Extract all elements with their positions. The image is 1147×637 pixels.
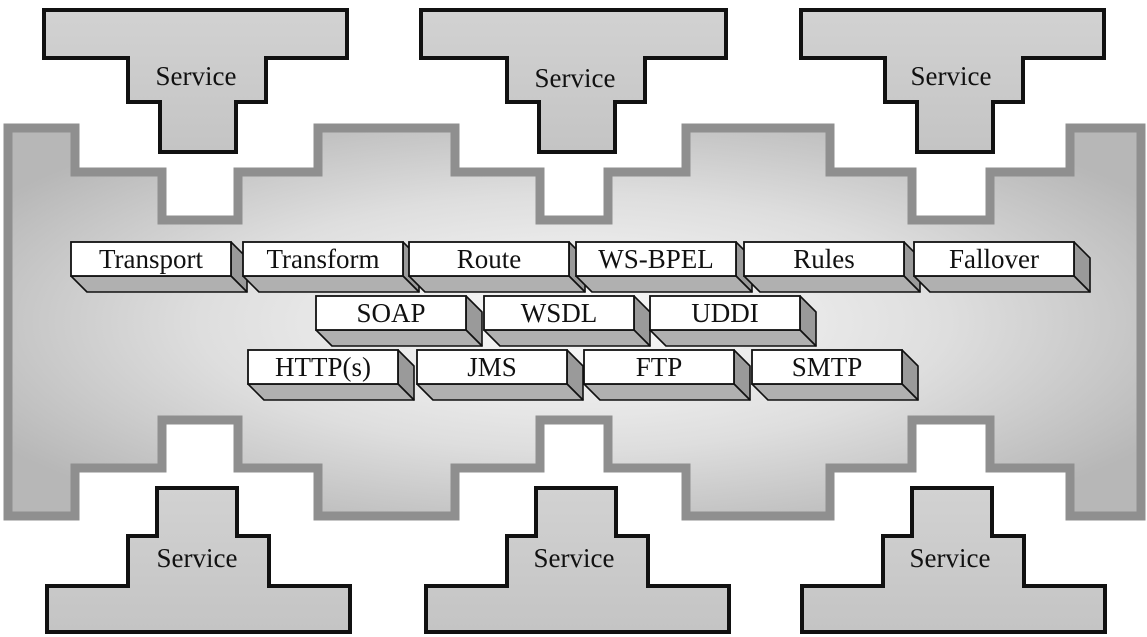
box-front-face xyxy=(649,295,801,331)
protocol-box: SMTP xyxy=(751,349,919,401)
capability-box: WS-BPEL xyxy=(575,241,753,293)
box-label: JMS xyxy=(467,352,517,382)
service-node-top-1: Service xyxy=(42,8,349,154)
box-bottom-face xyxy=(913,275,1091,293)
capability-box: Transform xyxy=(242,241,420,293)
box-bottom-face xyxy=(408,275,586,293)
box-bottom-face xyxy=(483,329,651,347)
box-bottom-face xyxy=(242,275,420,293)
service-shape xyxy=(45,486,352,634)
box-label: Rules xyxy=(793,244,855,274)
service-label: Service xyxy=(157,543,238,573)
protocol-box: HTTP(s) xyxy=(247,349,415,401)
service-node-top-3: Service xyxy=(799,8,1106,154)
layer-boxes: Transport Transform Route WS-BPEL Rules Fallo… xyxy=(70,241,1091,401)
service-label: Service xyxy=(535,63,616,93)
box-bottom-face xyxy=(649,329,817,347)
box-front-face xyxy=(315,295,467,331)
service-label: Service xyxy=(156,61,237,91)
service-shape xyxy=(419,8,728,154)
service-label: Service xyxy=(910,543,991,573)
box-front-face xyxy=(743,241,905,277)
capability-box: Fallover xyxy=(913,241,1091,293)
protocol-box: JMS xyxy=(416,349,584,401)
box-bottom-face xyxy=(743,275,921,293)
box-label: HTTP(s) xyxy=(275,352,371,382)
box-label: FTP xyxy=(636,352,683,382)
box-label: UDDI xyxy=(691,298,759,328)
box-front-face xyxy=(70,241,232,277)
capability-box: Route xyxy=(408,241,586,293)
standard-box: UDDI xyxy=(649,295,817,347)
box-label: SMTP xyxy=(792,352,863,382)
box-front-face xyxy=(583,349,735,385)
service-node-top-2: Service xyxy=(419,8,728,154)
box-label: Fallover xyxy=(949,244,1039,274)
service-shape xyxy=(42,8,349,154)
box-label: WS-BPEL xyxy=(598,244,714,274)
service-label: Service xyxy=(911,61,992,91)
box-front-face xyxy=(913,241,1075,277)
box-label: Transport xyxy=(99,244,204,274)
box-front-face xyxy=(408,241,570,277)
protocol-box: FTP xyxy=(583,349,751,401)
box-bottom-face xyxy=(70,275,248,293)
box-front-face xyxy=(416,349,568,385)
box-front-face xyxy=(575,241,737,277)
service-shape xyxy=(799,8,1106,154)
bottom-services: Service Service Service xyxy=(45,486,1107,634)
service-shape xyxy=(800,486,1107,634)
service-label: Service xyxy=(534,543,615,573)
service-shape xyxy=(424,486,731,634)
box-label: SOAP xyxy=(356,298,425,328)
box-label: Route xyxy=(457,244,522,274)
box-bottom-face xyxy=(247,383,415,401)
box-label: Transform xyxy=(266,244,379,274)
box-front-face xyxy=(483,295,635,331)
service-node-bottom-2: Service xyxy=(424,486,731,634)
service-node-bottom-3: Service xyxy=(800,486,1107,634)
box-label: WSDL xyxy=(521,298,598,328)
capability-box: Transport xyxy=(70,241,248,293)
top-services: Service Service Service xyxy=(42,8,1106,154)
standard-box: SOAP xyxy=(315,295,483,347)
box-front-face xyxy=(247,349,399,385)
service-node-bottom-1: Service xyxy=(45,486,352,634)
standard-box: WSDL xyxy=(483,295,651,347)
box-front-face xyxy=(751,349,903,385)
box-bottom-face xyxy=(416,383,584,401)
box-front-face xyxy=(242,241,404,277)
box-bottom-face xyxy=(583,383,751,401)
box-bottom-face xyxy=(751,383,919,401)
box-bottom-face xyxy=(315,329,483,347)
box-bottom-face xyxy=(575,275,753,293)
capability-box: Rules xyxy=(743,241,921,293)
